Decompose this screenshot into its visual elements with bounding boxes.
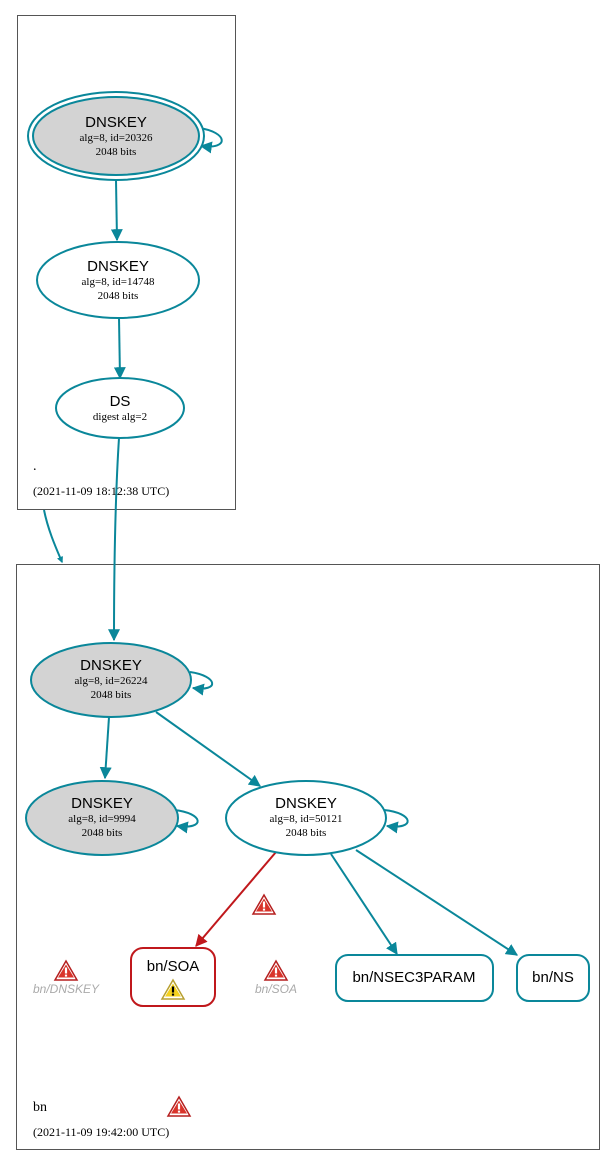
root-ksk-bits: 2048 bits [96,146,137,158]
edge-9994-self [173,809,199,834]
bn-key-9994-node[interactable]: DNSKEY alg=8, id=9994 2048 bits [25,780,179,856]
soa-rrset-label: bn/SOA [147,958,200,975]
root-zsk-alg: alg=8, id=14748 [82,276,155,288]
root-ds-node[interactable]: DS digest alg=2 [55,377,185,439]
ghost-dnskey-label: bn/DNSKEY [33,982,100,996]
delegation-edge [43,509,63,564]
nsec3param-rrset-node[interactable]: bn/NSEC3PARAM [335,954,494,1002]
root-ds-digest: digest alg=2 [93,411,147,423]
bn-zsk-title: DNSKEY [275,795,337,812]
edge-root-zsk-to-ds [113,317,126,380]
bn-zsk-alg: alg=8, id=50121 [270,813,343,825]
bn-key-9994-alg: alg=8, id=9994 [68,813,136,825]
ghost-soa-label: bn/SOA [255,982,297,996]
bn-ksk-node[interactable]: DNSKEY alg=8, id=26224 2048 bits [30,642,192,718]
ns-rrset-node[interactable]: bn/NS [516,954,590,1002]
bn-zone-label: bn [33,1100,47,1115]
soa-rrset-node[interactable]: bn/SOA [130,947,216,1007]
nsec3param-rrset-label: bn/NSEC3PARAM [352,969,475,986]
root-ds-title: DS [110,393,131,410]
root-zone-label: . [33,459,37,474]
root-ksk-node[interactable]: DNSKEY alg=8, id=20326 2048 bits [27,91,205,181]
bn-zsk-bits: 2048 bits [286,827,327,839]
edge-root-ksk-to-zsk [110,179,123,242]
nsec3param-rrset-box [335,954,494,1002]
edge-bn-ksk-self [189,671,214,696]
root-ksk-title: DNSKEY [85,114,147,131]
ns-rrset-box [516,954,590,1002]
ghost-dnskey-node[interactable]: bn/DNSKEY [33,960,100,996]
root-zsk-node[interactable]: DNSKEY alg=8, id=14748 2048 bits [36,241,200,319]
bn-zsk-node[interactable]: DNSKEY alg=8, id=50121 2048 bits [225,780,387,856]
bn-key-9994-title: DNSKEY [71,795,133,812]
edge-root-ksk-self [198,127,223,154]
bn-zone-timestamp: (2021-11-09 19:42:00 UTC) [33,1125,169,1139]
edge-zsk-self [383,809,409,834]
ns-rrset-label: bn/NS [532,969,574,986]
root-zsk-title: DNSKEY [87,258,149,275]
ghost-soa-node[interactable]: bn/SOA [255,960,297,996]
edge-bn-ksk-to-zsk [155,711,261,787]
bn-key-9994-bits: 2048 bits [82,827,123,839]
edge-zsk-to-ns [355,849,519,956]
root-ksk-alg: alg=8, id=20326 [80,132,153,144]
root-zsk-bits: 2048 bits [98,290,139,302]
edge-ds-to-bn-ksk [108,437,121,642]
soa-rrset-box [130,947,216,1007]
bn-ksk-title: DNSKEY [80,657,142,674]
bn-ksk-bits: 2048 bits [91,689,132,701]
bn-ksk-alg: alg=8, id=26224 [75,675,148,687]
edge-zsk-to-nsec3param [330,853,398,956]
edge-bn-ksk-to-9994 [99,716,112,780]
edge-zsk-to-soa [195,851,277,947]
root-zone-timestamp: (2021-11-09 18:12:38 UTC) [33,484,169,498]
